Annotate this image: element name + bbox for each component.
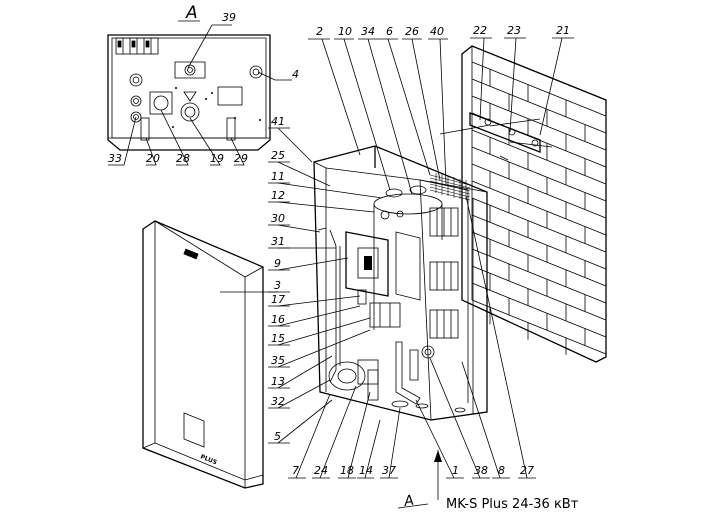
brick-course-line — [471, 61, 607, 117]
callout-19: 19 — [210, 152, 224, 165]
callout-6: 6 — [386, 25, 393, 38]
diagram-caption: MK-S Plus 24-36 кВт — [446, 497, 579, 512]
front-cover-panel: PLUS — [142, 220, 264, 489]
brick-course-line — [471, 163, 607, 219]
callout-10: 10 — [338, 25, 352, 38]
callout-8: 8 — [498, 464, 505, 477]
brick-course-line — [471, 231, 607, 287]
callout-20: 20 — [146, 152, 160, 165]
callout-17: 17 — [271, 293, 285, 306]
callout-40: 40 — [430, 25, 444, 38]
callout-11: 11 — [271, 170, 285, 183]
callout-14: 14 — [359, 464, 373, 477]
callout-15: 15 — [271, 332, 285, 345]
callout-13: 13 — [271, 375, 285, 388]
callout-37: 37 — [382, 464, 396, 477]
callout-30: 30 — [271, 212, 285, 225]
callout-7: 7 — [292, 464, 299, 477]
brick-course-line — [471, 248, 607, 304]
callout-38: 38 — [474, 464, 488, 477]
callout-22: 22 — [473, 24, 487, 37]
callout-5: 5 — [274, 430, 281, 443]
front-panel-logo-text: PLUS — [199, 453, 218, 466]
brick-course-line — [471, 78, 607, 134]
callout-24: 24 — [314, 464, 328, 477]
callout-23: 23 — [507, 24, 521, 37]
callout-41: 41 — [271, 115, 285, 128]
callout-35: 35 — [271, 354, 285, 367]
view-a-arrow: A — [397, 450, 442, 510]
brick-wall — [461, 45, 607, 363]
brick-course-line — [471, 282, 607, 338]
callout-2: 2 — [316, 25, 323, 38]
callout-32: 32 — [271, 395, 285, 408]
brick-course-line — [471, 197, 607, 253]
callout-4: 4 — [292, 68, 299, 81]
callout-12: 12 — [271, 189, 285, 202]
callout-29: 29 — [234, 152, 248, 165]
brick-course-line — [471, 129, 607, 185]
callout-26: 26 — [405, 25, 419, 38]
callout-1: 1 — [452, 464, 459, 477]
brick-course-line — [471, 146, 607, 202]
leader-lines — [220, 37, 574, 479]
callout-33: 33 — [108, 152, 122, 165]
brick-course-line — [471, 95, 607, 151]
brick-course-line — [471, 299, 607, 355]
callout-labels: 2 10 34 6 26 40 22 23 21 39 4 41 25 11 1… — [108, 11, 570, 477]
boiler-body — [313, 145, 488, 421]
brick-course-line — [471, 265, 607, 321]
callout-16: 16 — [271, 313, 285, 326]
callout-28: 28 — [176, 152, 190, 165]
brick-course-line — [471, 180, 607, 236]
callout-34: 34 — [361, 25, 375, 38]
mounting-bracket — [439, 112, 553, 161]
brick-course-line — [471, 214, 607, 270]
callout-31: 31 — [271, 235, 285, 248]
callout-39: 39 — [222, 11, 236, 24]
view-a-panel: A — [107, 3, 292, 166]
callout-21: 21 — [556, 24, 570, 37]
callout-25: 25 — [271, 149, 285, 162]
view-a-label: A — [185, 3, 198, 23]
callout-9: 9 — [274, 257, 281, 270]
callout-3: 3 — [274, 279, 281, 292]
callout-27: 27 — [520, 464, 534, 477]
callout-18: 18 — [340, 464, 354, 477]
view-a-arrow-label: A — [402, 492, 415, 510]
